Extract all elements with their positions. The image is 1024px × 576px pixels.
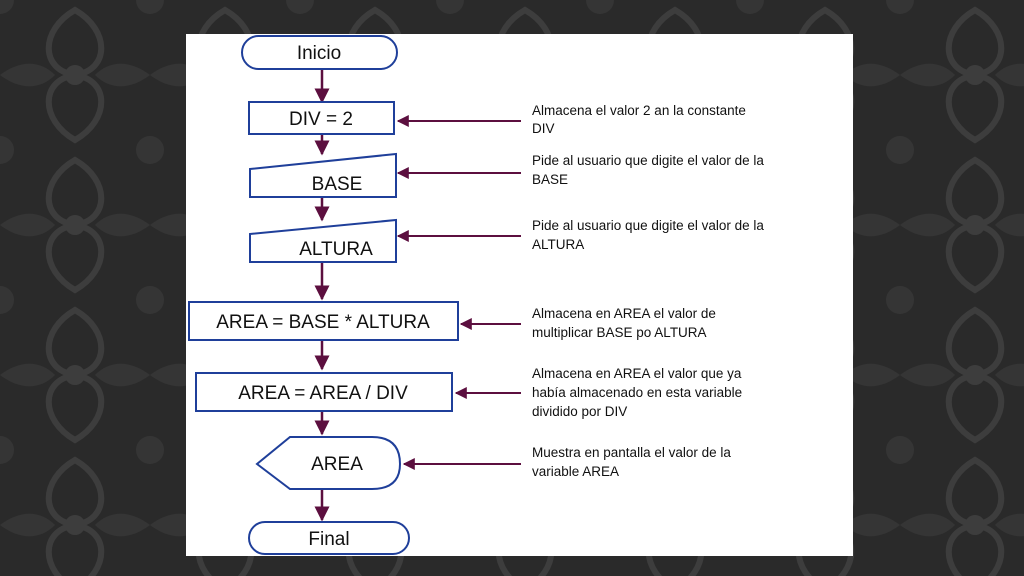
note-line: Pide al usuario que digite el valor de l…: [532, 218, 764, 233]
start-label: Inicio: [297, 43, 341, 64]
flowchart-diagram: Inicio DIV = 2 BASE ALTURA AREA = BASE *…: [188, 35, 764, 555]
altura-label: ALTURA: [299, 239, 373, 260]
note-line: Muestra en pantalla el valor de la: [532, 445, 731, 460]
note-line: ALTURA: [532, 237, 584, 252]
end-terminal: [248, 521, 410, 555]
note-line: había almacenado en esta variable: [532, 385, 742, 400]
note-base: Pide al usuario que digite el valor de l…: [532, 153, 764, 187]
note-area-div: Almacena en AREA el valor que ya había a…: [532, 366, 742, 419]
note-line: Almacena el valor 2 an la constante: [532, 103, 746, 118]
note-line: Almacena en AREA el valor que ya: [532, 366, 742, 381]
area-process-box: [188, 301, 459, 341]
altura-input-shape: [249, 218, 397, 263]
area-label: AREA = BASE * ALTURA: [216, 312, 430, 333]
note-line: Almacena en AREA el valor de: [532, 306, 716, 321]
note-display: Muestra en pantalla el valor de la varia…: [532, 445, 731, 479]
note-line: Pide al usuario que digite el valor de l…: [532, 153, 764, 168]
end-label: Final: [308, 529, 349, 550]
note-altura: Pide al usuario que digite el valor de l…: [532, 218, 764, 252]
note-line: variable AREA: [532, 464, 619, 479]
note-line: BASE: [532, 172, 568, 187]
base-input-shape: [249, 152, 397, 198]
base-label: BASE: [312, 174, 363, 195]
display-label: AREA: [311, 454, 363, 475]
div-process-box: [248, 101, 395, 135]
area-div-process-box: [195, 372, 453, 412]
note-line: DIV: [532, 121, 555, 136]
div-label: DIV = 2: [289, 109, 353, 130]
annotation-arrows: [396, 115, 521, 470]
note-line: multiplicar BASE po ALTURA: [532, 325, 707, 340]
area-div-label: AREA = AREA / DIV: [238, 383, 408, 404]
start-terminal: [241, 35, 398, 70]
note-line: dividido por DIV: [532, 404, 627, 419]
note-div: Almacena el valor 2 an la constante DIV: [532, 103, 746, 136]
note-area: Almacena en AREA el valor de multiplicar…: [532, 306, 716, 340]
display-shape: [255, 436, 402, 490]
